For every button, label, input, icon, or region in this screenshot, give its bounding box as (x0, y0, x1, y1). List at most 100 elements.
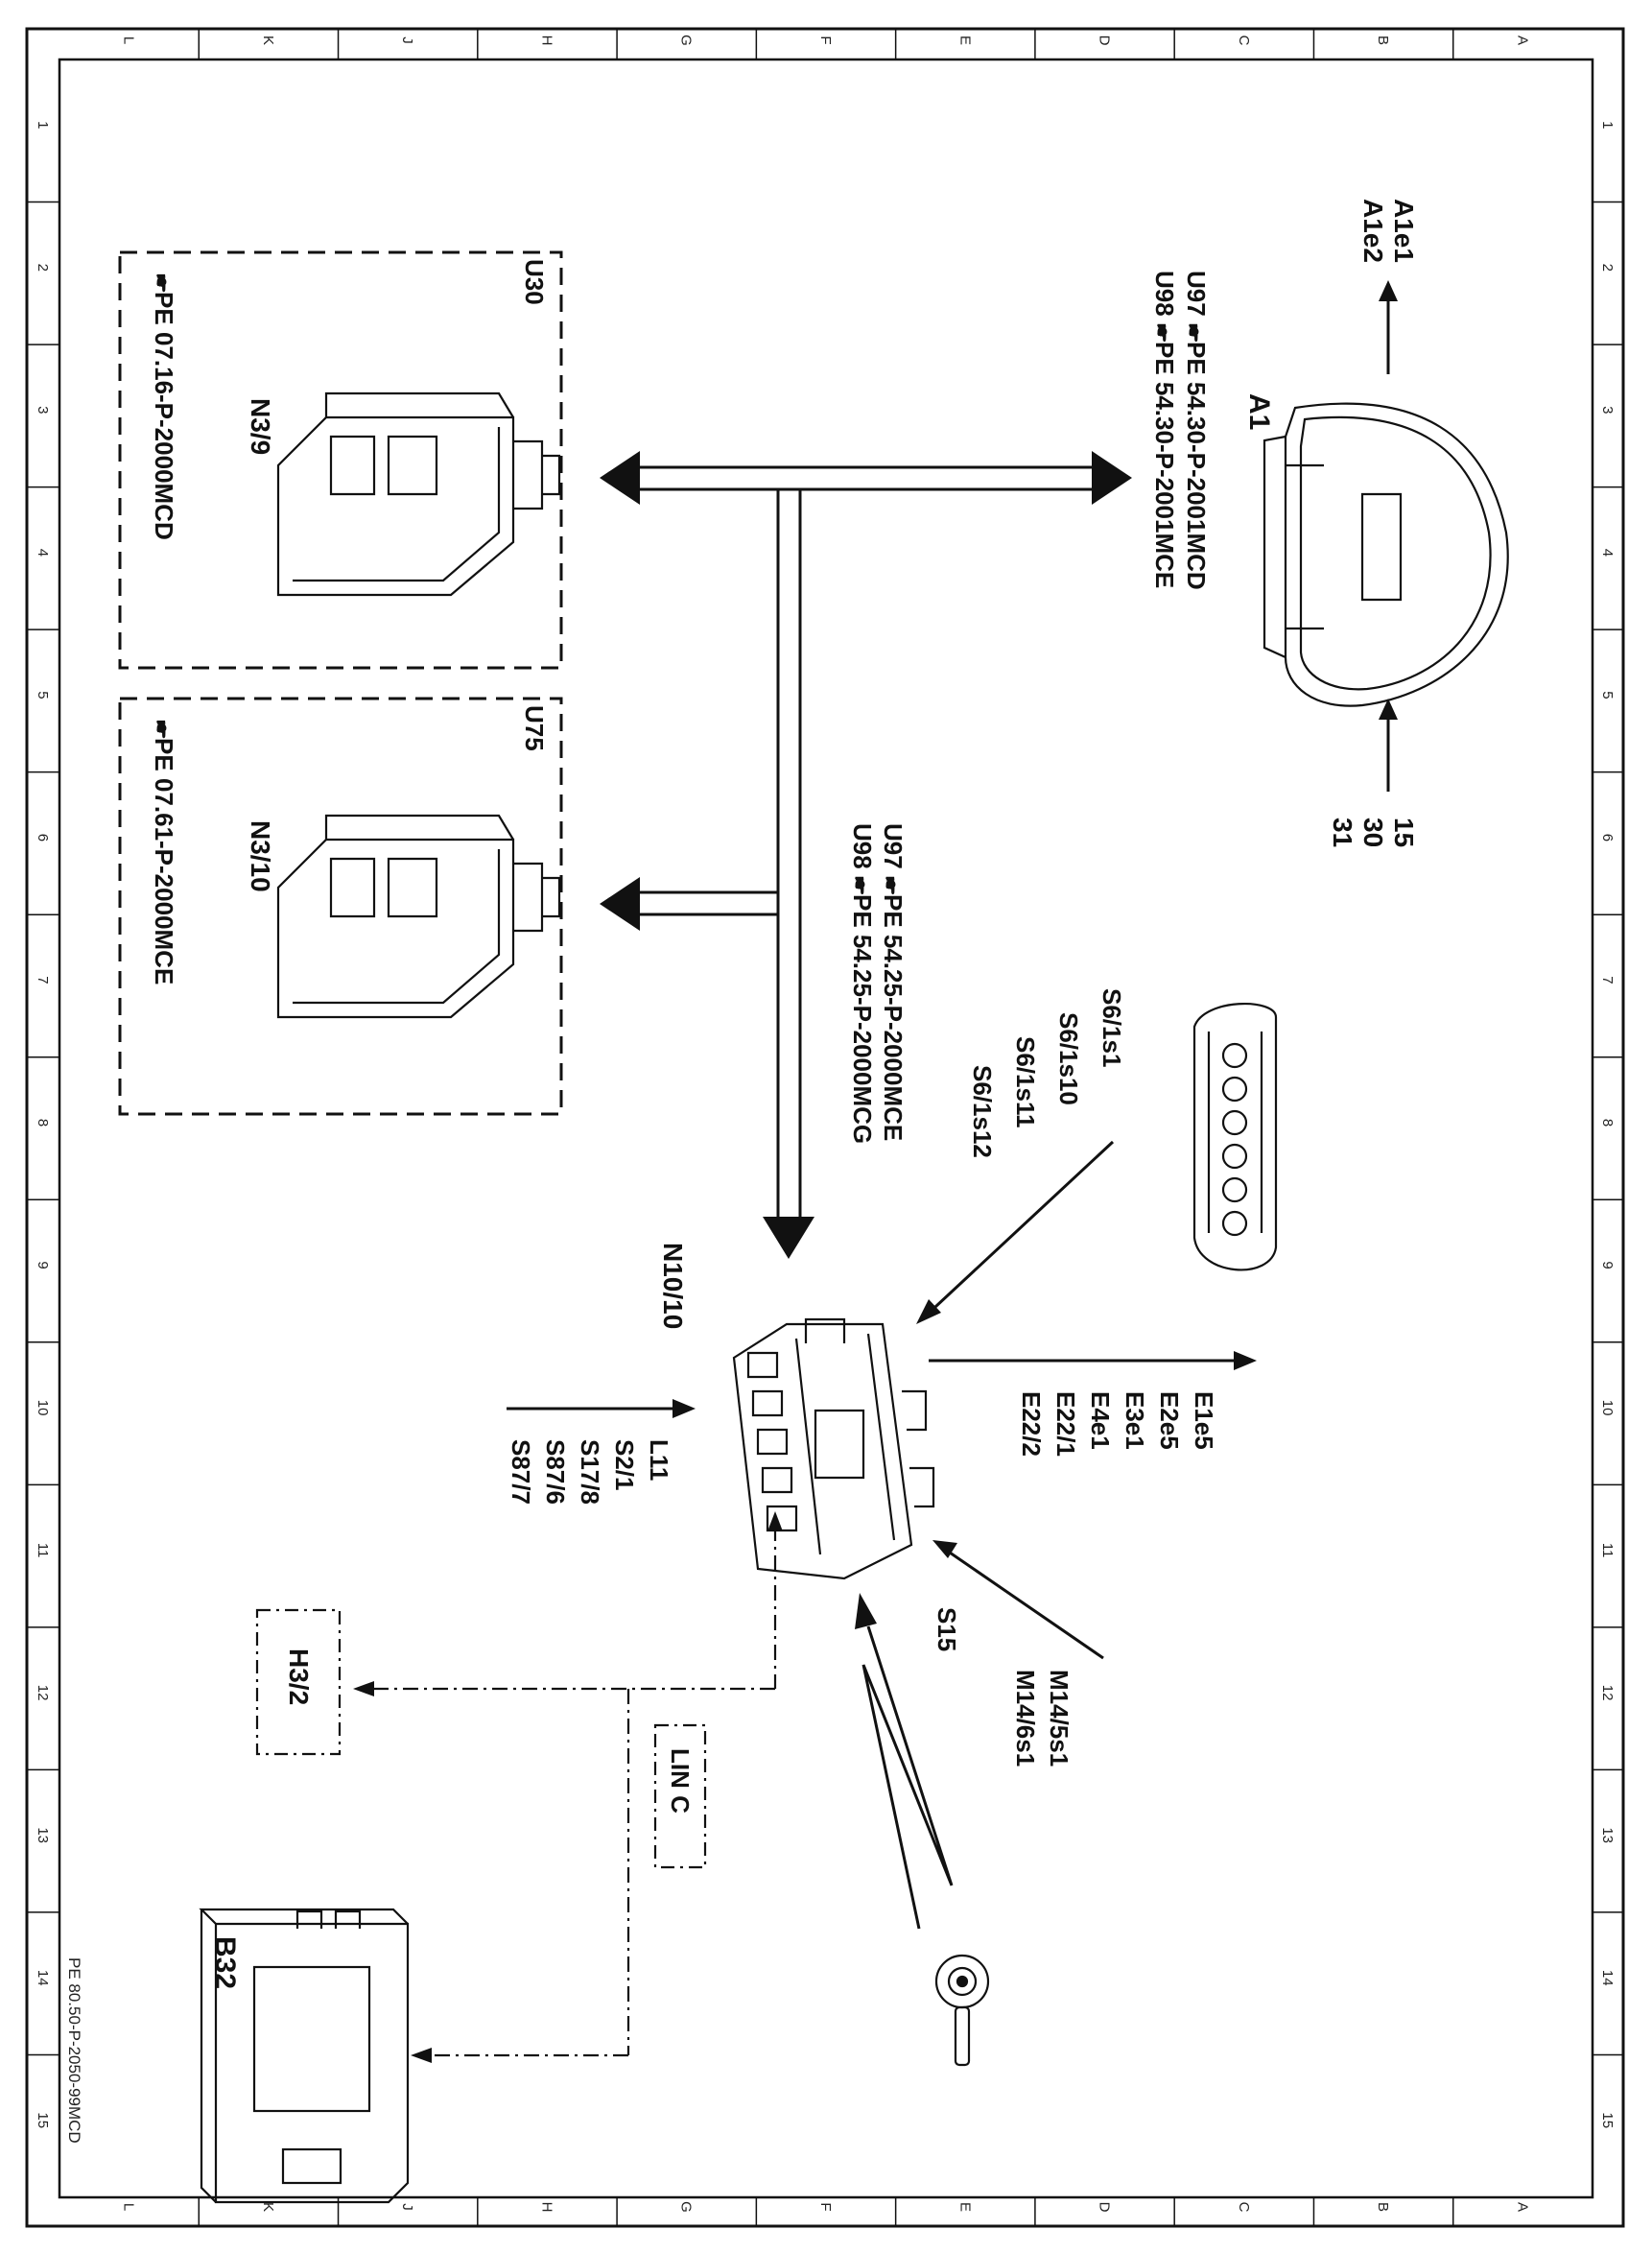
grid-number-left: 4 (35, 549, 51, 557)
a1-in-30: 30 (1358, 818, 1388, 847)
l-input-arrow (507, 1399, 696, 1418)
a1-instrument-cluster: A1 U97 🖝PE 54.30-P-2001MCD U98 🖝PE 54.30… (1150, 199, 1509, 847)
grid-letter-top: E (956, 36, 973, 45)
grid-letter-top: G (678, 35, 695, 46)
grid-number-left: 13 (35, 1827, 51, 1843)
wireless-signal-arrow (855, 1593, 954, 1930)
grid-number-left: 7 (35, 976, 51, 984)
grid-letter-bottom: A (1514, 2202, 1530, 2212)
grid-letter-top: J (399, 36, 415, 44)
a1-output-arrow (1379, 280, 1398, 374)
ignition-key-icon (934, 1954, 990, 2067)
e-label-5: E22/1 (1051, 1391, 1080, 1457)
h3-2-box: H3/2 (255, 1608, 342, 1756)
grid-number-right: 13 (1599, 1827, 1616, 1843)
u75-box: U75 N3/10 🖝PE 07.61-P-2000MCE (118, 697, 563, 1116)
a1-ref-u97: U97 🖝PE 54.30-P-2001MCD (1182, 271, 1211, 590)
grid-number-left: 11 (35, 1543, 51, 1558)
a1-ref-u98: U98 🖝PE 54.30-P-2001MCE (1150, 271, 1179, 588)
e-label-1: E1e5 (1190, 1391, 1218, 1450)
grid-number-left: 14 (35, 1970, 51, 1986)
s6-label-4: S6/1s12 (968, 1065, 997, 1158)
grid-number-right: 12 (1599, 1685, 1616, 1701)
grid-number-left: 3 (35, 406, 51, 414)
u75-label: U75 (520, 705, 549, 751)
grid-number-left: 8 (35, 1119, 51, 1126)
grid-letter-top: D (1097, 36, 1113, 46)
s6-switch-unit: S6/1s1 S6/1s10 S6/1s11 S6/1s12 (968, 988, 1278, 1271)
grid-letter-bottom: C (1236, 2202, 1252, 2213)
e-label-6: E22/2 (1017, 1391, 1046, 1457)
u30-box: U30 N3/9 🖝PE 07.16-P-2000MCD (118, 250, 563, 670)
m14-arrow (932, 1540, 1104, 1660)
grid-number-left: 9 (35, 1261, 51, 1269)
n3-10-module (276, 814, 561, 1019)
h3-2-label: H3/2 (284, 1648, 314, 1705)
bus-branch-n3-10 (600, 877, 778, 931)
s6-label-2: S6/1s10 (1054, 1012, 1083, 1105)
grid-letter-bottom: K (260, 2202, 276, 2212)
n3-10-label: N3/10 (246, 820, 275, 892)
grid-letter-top: B (1375, 36, 1391, 45)
grid-number-right: 1 (1599, 121, 1616, 129)
l-label-4: S87/6 (541, 1439, 570, 1505)
s15-label: S15 (932, 1607, 961, 1651)
bus-line-vertical (763, 489, 814, 1259)
grid-number-left: 10 (35, 1400, 51, 1416)
grid-number-left: 12 (35, 1685, 51, 1701)
grid-letter-top: H (538, 36, 555, 46)
l-label-3: S17/8 (576, 1439, 604, 1505)
grid-letter-bottom: L (121, 2203, 137, 2211)
grid-number-right: 9 (1599, 1261, 1616, 1269)
grid-number-right: 11 (1599, 1543, 1616, 1558)
grid-number-left: 1 (35, 121, 51, 129)
e-label-3: E3e1 (1121, 1391, 1149, 1450)
bus-ref-u97: U97 🖝PE 54.25-P-2000MCE (879, 823, 908, 1141)
s6-label-1: S6/1s1 (1097, 988, 1126, 1067)
bus-line-horizontal (600, 451, 1132, 505)
u75-ref: 🖝PE 07.61-P-2000MCE (150, 720, 178, 984)
n10-sam-module: N10/10 (658, 1243, 935, 1580)
m14-label-1: M14/5s1 (1045, 1670, 1074, 1767)
l-label-5: S87/7 (507, 1439, 535, 1505)
a1-out-e2: A1e2 (1358, 199, 1388, 263)
lin-bus-lines (353, 1511, 783, 2063)
a1-in-31: 31 (1328, 818, 1357, 847)
grid-letter-top: F (817, 36, 834, 44)
grid-letter-bottom: F (817, 2202, 834, 2211)
grid-letter-bottom: J (399, 2203, 415, 2211)
grid-letter-top: A (1514, 36, 1530, 45)
a1-in-15: 15 (1389, 818, 1419, 847)
outer-frame (25, 27, 1625, 2228)
grid-letter-bottom: E (956, 2202, 973, 2212)
s6-label-3: S6/1s11 (1011, 1036, 1040, 1127)
e-output-arrow (929, 1351, 1257, 1370)
m14-label-2: M14/6s1 (1011, 1670, 1040, 1767)
grid-number-left: 5 (35, 691, 51, 699)
n10-label: N10/10 (658, 1243, 688, 1329)
grid-letter-bottom: B (1375, 2202, 1391, 2212)
grid-number-left: 15 (35, 2112, 51, 2128)
grid-letter-bottom: H (538, 2202, 555, 2213)
grid-letter-top: K (260, 36, 276, 45)
document-id: PE 80.50-P-2050-99MCD (65, 1957, 83, 2144)
l-label-1: L11 (645, 1439, 673, 1481)
grid-number-right: 4 (1599, 549, 1616, 557)
lin-c-label: LIN C (666, 1748, 695, 1814)
a1-label: A1 (1243, 393, 1275, 430)
grid-number-left: 2 (35, 264, 51, 272)
u30-label: U30 (520, 259, 549, 305)
lin-c-box: LIN C (653, 1723, 707, 1869)
grid-letter-top: L (121, 36, 137, 44)
u30-ref: 🖝PE 07.16-P-2000MCD (150, 273, 178, 540)
bus-ref-u98: U98 🖝PE 54.25-P-2000MCG (848, 823, 877, 1144)
grid-number-right: 2 (1599, 264, 1616, 272)
b32-label: B32 (209, 1936, 241, 1989)
bus-arrow-to-n3-9 (600, 451, 640, 505)
grid-number-right: 10 (1599, 1400, 1616, 1416)
grid-number-right: 3 (1599, 406, 1616, 414)
grid-letter-top: C (1236, 36, 1252, 46)
